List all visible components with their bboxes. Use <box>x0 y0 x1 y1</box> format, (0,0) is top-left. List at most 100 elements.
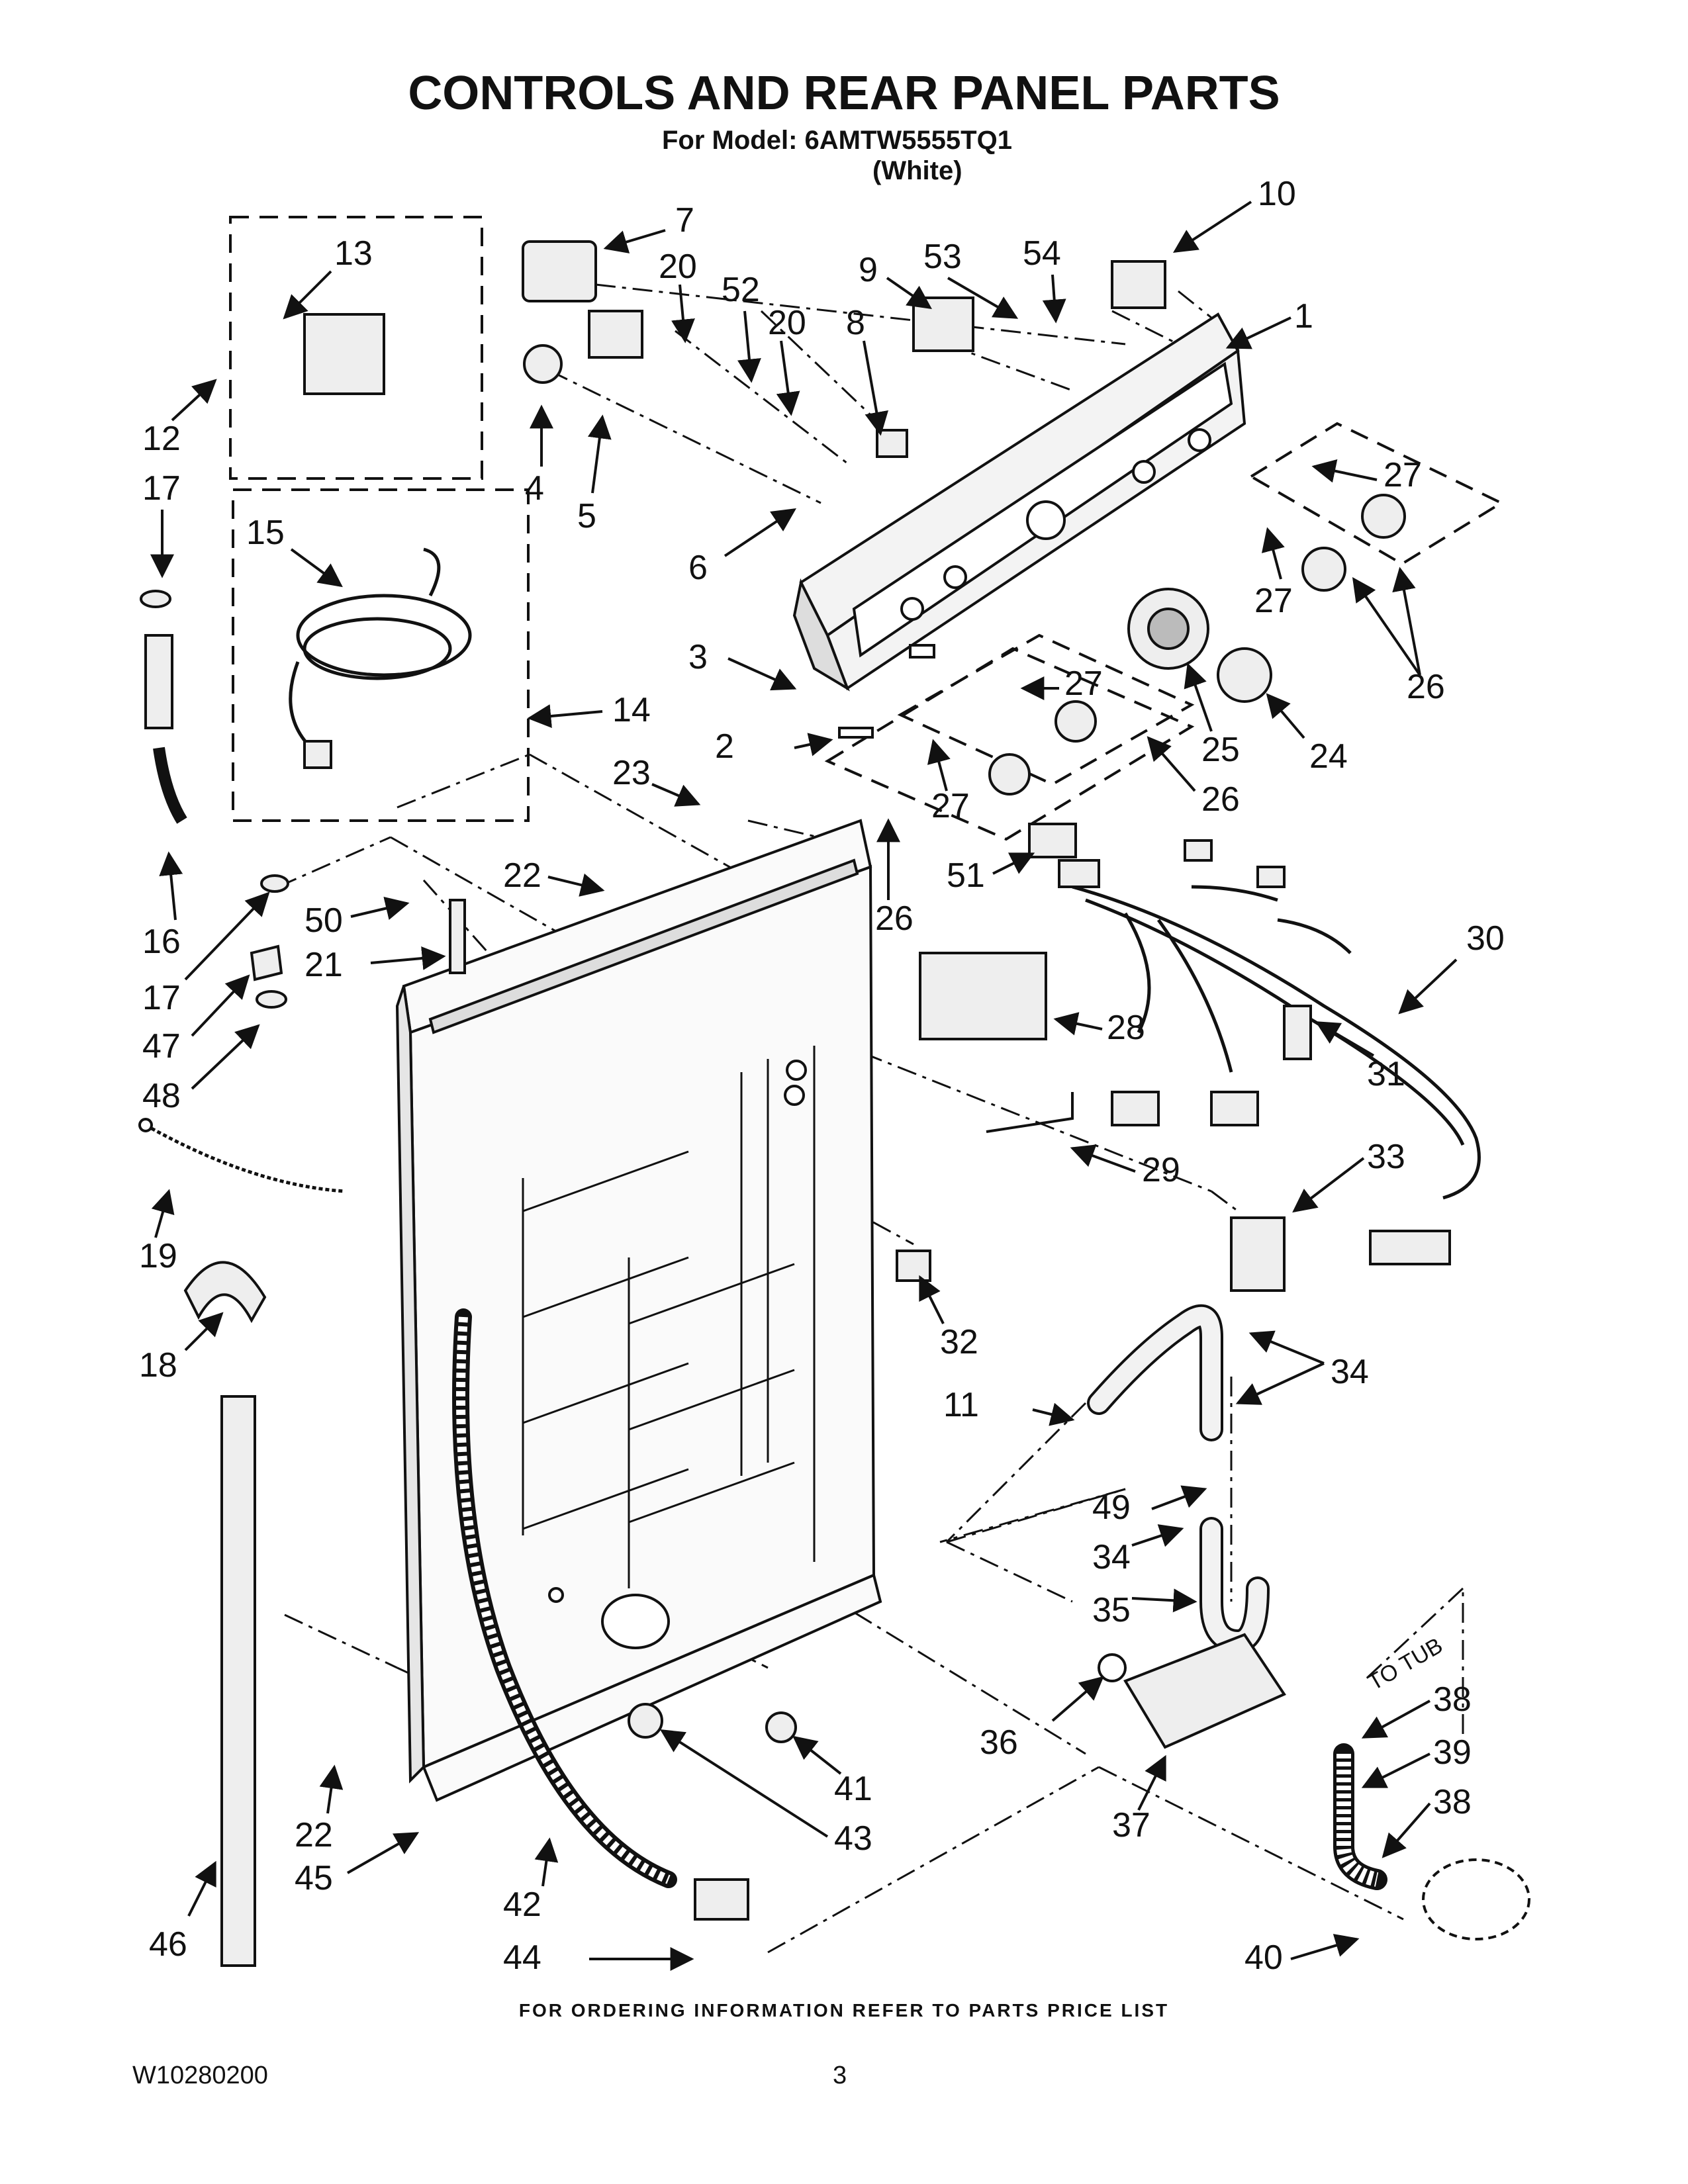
page-number: 3 <box>833 2062 847 2089</box>
callout-16: 16 <box>142 923 181 961</box>
part-51 <box>1028 823 1077 858</box>
callout-20a: 20 <box>659 248 697 286</box>
callout-2: 2 <box>715 727 734 766</box>
callout-38b: 38 <box>1433 1783 1472 1821</box>
part-41 <box>765 1711 797 1743</box>
callout-8: 8 <box>846 304 865 342</box>
callout-14: 14 <box>612 691 651 729</box>
part-48 <box>256 990 287 1009</box>
callout-19: 19 <box>139 1237 177 1275</box>
callout-46: 46 <box>149 1925 187 1964</box>
part-44 <box>694 1878 749 1921</box>
part-17-fitting <box>144 634 173 729</box>
callout-18: 18 <box>139 1346 177 1385</box>
part-4 <box>523 344 563 384</box>
callout-26a: 26 <box>1407 668 1445 706</box>
page-title: CONTROLS AND REAR PANEL PARTS <box>408 67 1280 120</box>
callout-11: 11 <box>943 1386 979 1424</box>
part-17-washer <box>140 590 171 608</box>
callout-1: 1 <box>1294 297 1313 336</box>
part-5 <box>588 310 643 359</box>
callout-50: 50 <box>305 901 343 940</box>
model-line: For Model: 6AMTW5555TQ1 <box>662 126 1012 155</box>
part-8 <box>876 429 908 458</box>
callout-25: 25 <box>1201 731 1240 769</box>
callout-27b: 27 <box>1254 582 1293 620</box>
callout-42: 42 <box>503 1886 541 1924</box>
part-7 <box>522 240 597 302</box>
part-32 <box>896 1250 931 1282</box>
color-line: (White) <box>872 156 962 185</box>
callout-33: 33 <box>1367 1138 1405 1176</box>
callout-45: 45 <box>295 1859 333 1897</box>
inlet-hose-42 <box>452 1308 677 1888</box>
group-box-26-right <box>1248 422 1505 566</box>
callout-52: 52 <box>722 271 760 309</box>
clamp-18 <box>183 1261 267 1324</box>
callout-27d: 27 <box>931 787 970 825</box>
tie-strap-19 <box>144 1123 345 1193</box>
callout-34b: 34 <box>1092 1538 1131 1576</box>
part-9 <box>912 296 974 352</box>
callout-32: 32 <box>940 1323 978 1361</box>
callout-17a: 17 <box>142 469 181 508</box>
callout-24: 24 <box>1309 737 1348 776</box>
part-10 <box>1111 260 1166 309</box>
callouts: 1 2 3 4 5 6 7 8 9 10 11 12 13 14 15 16 1… <box>139 175 1505 1977</box>
callout-30: 30 <box>1466 919 1505 958</box>
callout-27a: 27 <box>1383 456 1422 494</box>
group-box-26-left <box>824 647 1195 841</box>
callout-22b: 22 <box>295 1816 333 1854</box>
hose-16 <box>153 747 187 824</box>
callout-9: 9 <box>859 251 878 289</box>
power-plug <box>303 740 332 769</box>
callout-43: 43 <box>834 1819 872 1858</box>
group-box-12 <box>229 216 483 480</box>
callout-48: 48 <box>142 1077 181 1115</box>
callout-37: 37 <box>1112 1806 1150 1844</box>
pump-37 <box>1123 1633 1286 1749</box>
group-box-26-center <box>897 633 1195 786</box>
callout-44: 44 <box>503 1938 541 1977</box>
callout-7: 7 <box>675 201 694 240</box>
leader-arrows <box>150 201 1458 1971</box>
callout-27c: 27 <box>1064 664 1103 703</box>
callout-4: 4 <box>525 469 544 508</box>
callout-29: 29 <box>1142 1151 1180 1189</box>
callout-38a: 38 <box>1433 1680 1472 1719</box>
document-number: W10280200 <box>132 2062 268 2089</box>
dashed-group-boxes <box>229 216 1505 841</box>
part-29 <box>986 1092 1074 1133</box>
callout-10: 10 <box>1258 175 1296 213</box>
part-36 <box>1098 1653 1127 1682</box>
knob-24 <box>1217 647 1272 703</box>
callout-28: 28 <box>1107 1009 1145 1047</box>
callout-47: 47 <box>142 1027 181 1066</box>
callout-31: 31 <box>1367 1055 1405 1093</box>
part-33 <box>1230 1216 1286 1292</box>
callout-35: 35 <box>1092 1591 1131 1629</box>
callout-54: 54 <box>1023 234 1061 273</box>
power-cord-14 <box>289 547 472 749</box>
callout-13: 13 <box>334 234 373 273</box>
callout-49: 49 <box>1092 1488 1131 1527</box>
callout-20b: 20 <box>768 304 806 342</box>
callout-34a: 34 <box>1331 1353 1369 1391</box>
callout-51: 51 <box>947 856 985 895</box>
callout-26b: 26 <box>1201 780 1240 819</box>
callout-15: 15 <box>246 514 285 552</box>
callout-6: 6 <box>688 549 708 587</box>
callout-12: 12 <box>142 420 181 458</box>
callout-3: 3 <box>688 638 708 676</box>
control-console <box>792 312 1246 739</box>
callout-21: 21 <box>305 946 343 984</box>
callout-53: 53 <box>923 238 962 276</box>
part-21 <box>449 899 466 974</box>
part-46 <box>220 1395 256 1967</box>
rear-panel <box>395 819 882 1802</box>
callout-26c: 26 <box>875 899 914 938</box>
control-knobs <box>988 494 1406 796</box>
harness-connectors <box>1058 839 1451 1265</box>
callout-23: 23 <box>612 754 651 792</box>
